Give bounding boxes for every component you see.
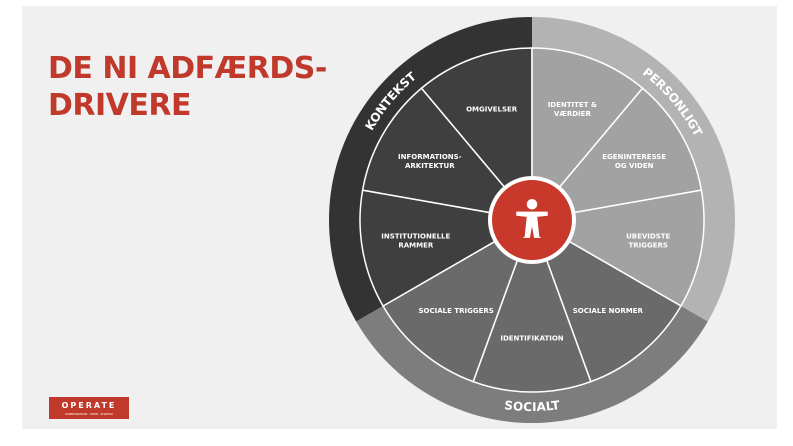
operate-logo: OPERATE KOMMUNIKATION · VIDEN · STRATEGI bbox=[49, 397, 129, 419]
title-line-2: DRIVERE bbox=[48, 88, 191, 123]
segment-label: ARKITEKTUR bbox=[405, 162, 455, 170]
segment-label: OG VIDEN bbox=[615, 162, 654, 170]
segment-label: TRIGGERS bbox=[628, 241, 667, 249]
logo-background bbox=[49, 397, 129, 419]
segment-9 bbox=[361, 87, 534, 222]
segment-labels: OMGIVELSER IDENTITET &VÆRDIER EGENINTERESS… bbox=[381, 101, 670, 342]
segment-label: RAMMER bbox=[398, 241, 434, 249]
person-figure-icon bbox=[516, 199, 548, 238]
segment-label: IDENTIFIKATION bbox=[500, 335, 563, 343]
outer-ring bbox=[329, 17, 735, 423]
segment-label: INFORMATIONS- bbox=[398, 153, 462, 161]
group-label-text: SOCIALT bbox=[504, 397, 562, 413]
segment-label: SOCIALE TRIGGERS bbox=[418, 307, 493, 315]
ring-band-3 bbox=[356, 306, 708, 423]
logo-wordmark: OPERATE bbox=[62, 401, 117, 410]
segment-label: IDENTITET & bbox=[548, 101, 597, 109]
segment-label: EGENINTERESSE bbox=[602, 153, 666, 161]
title-line-1: DE NI ADFÆRDS- bbox=[48, 51, 327, 86]
segment-label: OMGIVELSER bbox=[466, 106, 518, 114]
logo-tagline: KOMMUNIKATION · VIDEN · STRATEGI bbox=[65, 412, 113, 416]
segment-label: UBEVIDSTE bbox=[626, 232, 670, 240]
ring-band-2 bbox=[532, 17, 735, 322]
hub bbox=[488, 176, 576, 264]
segment-label: SOCIALE NORMER bbox=[573, 307, 644, 315]
group-label-3: SOCIALT bbox=[504, 397, 562, 413]
segment-label: INSTITUTIONELLE bbox=[381, 232, 450, 240]
ring-band-1 bbox=[329, 17, 532, 322]
segment-label: VÆRDIER bbox=[554, 110, 592, 118]
slide-title: DE NI ADFÆRDS- DRIVERE bbox=[48, 50, 327, 124]
segments bbox=[359, 47, 705, 393]
